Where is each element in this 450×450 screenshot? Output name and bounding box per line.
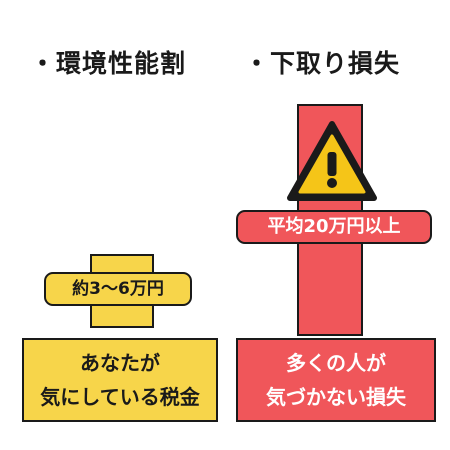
loss-amount-label: 平均20万円以上 [236, 210, 432, 244]
tax-caption-line1: あなたが [80, 351, 160, 375]
heading-environmental-tax: ・環境性能割 [30, 49, 187, 78]
loss-caption-line2: 気づかない損失 [266, 385, 406, 409]
heading-trade-in-loss: ・下取り損失 [244, 49, 401, 78]
tax-amount-label: 約3〜6万円 [44, 272, 192, 306]
tax-caption-line2: 気にしている税金 [40, 385, 200, 409]
loss-caption-line1: 多くの人が [286, 351, 386, 375]
tax-caption-box: あなたが 気にしている税金 [22, 338, 218, 422]
warning-icon [287, 121, 377, 201]
loss-caption-box: 多くの人が 気づかない損失 [236, 338, 436, 422]
